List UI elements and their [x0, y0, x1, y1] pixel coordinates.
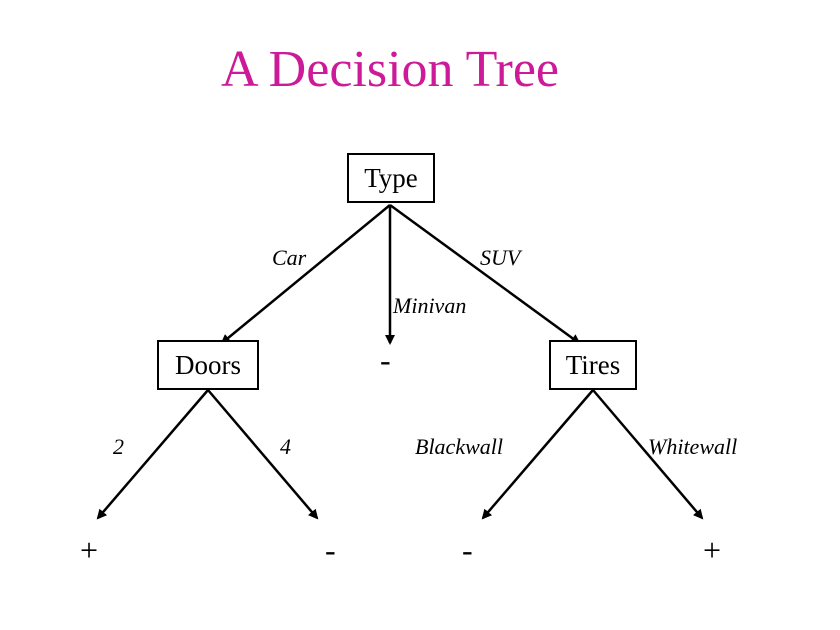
- edge-label-minivan: Minivan: [393, 293, 467, 318]
- page-title: A Decision Tree: [221, 41, 559, 98]
- edge-type-car: [220, 204, 391, 345]
- leaf-doors-2: +: [80, 532, 99, 568]
- edge-label-blackwall: Blackwall: [415, 434, 503, 459]
- edge-label-car: Car: [272, 245, 307, 270]
- leaf-minivan: -: [380, 342, 391, 378]
- node-tires: Tires: [549, 340, 637, 390]
- edge-type-suv: [389, 203, 581, 345]
- leaf-tires-blackwall: -: [462, 532, 473, 568]
- edge-tires-blackwall: [481, 389, 594, 520]
- edge-label-4: 4: [280, 434, 291, 459]
- edge-doors-2: [96, 389, 209, 520]
- edge-tires-whitewall: [592, 389, 704, 520]
- leaf-doors-4: -: [325, 532, 336, 568]
- leaf-tires-whitewall: +: [703, 532, 722, 568]
- node-type: Type: [347, 153, 435, 203]
- edge-label-2: 2: [113, 434, 124, 459]
- edge-label-whitewall: Whitewall: [648, 434, 738, 459]
- edge-doors-4: [207, 389, 319, 520]
- edge-label-suv: SUV: [480, 245, 521, 270]
- node-doors: Doors: [157, 340, 259, 390]
